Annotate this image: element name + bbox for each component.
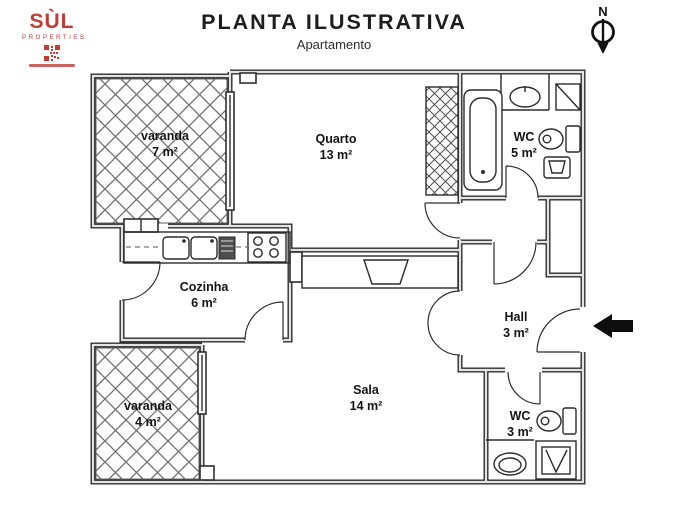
logo-subtitle: PROPERTIES bbox=[22, 34, 87, 41]
logo: SÙL PROPERTIES bbox=[22, 10, 87, 67]
logo-tagline bbox=[29, 64, 75, 67]
pillar bbox=[289, 251, 303, 283]
room-label-varanda-bottom: varanda bbox=[124, 399, 173, 413]
compass-arrowhead bbox=[597, 43, 609, 54]
room-area-cozinha: 6 m² bbox=[191, 296, 217, 310]
page-title: PLANTA ILUSTRATIVA bbox=[201, 10, 467, 34]
room-label-sala: Sala bbox=[353, 383, 380, 397]
bathroom-bottom-fixtures bbox=[486, 407, 577, 480]
pillar bbox=[239, 72, 257, 84]
door-wc-top bbox=[505, 165, 539, 199]
door-kitchen-bottom bbox=[244, 301, 284, 341]
room-label-cozinha: Cozinha bbox=[180, 280, 230, 294]
qr-code-icon bbox=[44, 45, 60, 61]
kitchen-fixtures bbox=[123, 231, 291, 264]
toilet-icon bbox=[536, 407, 577, 435]
entrance-arrow-icon bbox=[593, 314, 633, 338]
drainer bbox=[218, 236, 236, 260]
door-hall-living bbox=[427, 290, 461, 356]
door-hall-corridor bbox=[493, 241, 537, 285]
wall-details bbox=[123, 72, 303, 481]
shower-icon bbox=[535, 440, 577, 480]
walls-outline bbox=[90, 69, 586, 485]
north-compass-icon: N bbox=[591, 4, 615, 54]
stove-icon bbox=[247, 232, 287, 263]
room-label-wc-top: WC bbox=[514, 130, 535, 144]
room-label-hall: Hall bbox=[505, 310, 528, 324]
door-wc-bottom bbox=[507, 371, 541, 405]
balcony-hatch-top bbox=[95, 78, 228, 224]
room-labels: varanda 7 m² Quarto 13 m² WC 5 m² Cozinh… bbox=[124, 129, 537, 439]
compass-n-label: N bbox=[598, 4, 607, 19]
wardrobe-icon bbox=[425, 86, 459, 196]
bathroom-top-fixtures bbox=[463, 74, 581, 191]
door-bedroom bbox=[424, 202, 461, 239]
room-area-sala: 14 m² bbox=[350, 399, 383, 413]
room-area-varanda-top: 7 m² bbox=[152, 145, 178, 159]
page-subtitle: Apartamento bbox=[296, 36, 372, 52]
tv-cabinet-icon bbox=[301, 255, 459, 289]
balcony-hatch-bottom bbox=[95, 347, 200, 480]
kitchen-sink-icon bbox=[162, 236, 218, 260]
door-entrance bbox=[536, 308, 581, 353]
washbasin-icon bbox=[493, 452, 527, 476]
room-label-wc-bottom: WC bbox=[510, 409, 531, 423]
pillar bbox=[199, 465, 215, 481]
room-area-hall: 3 m² bbox=[503, 326, 529, 340]
door-kitchen-left bbox=[121, 261, 161, 301]
bathtub-icon bbox=[463, 89, 503, 191]
room-area-varanda-bottom: 4 m² bbox=[135, 415, 161, 429]
logo-brand: SÙL bbox=[29, 10, 75, 33]
room-area-wc-top: 5 m² bbox=[511, 146, 537, 160]
bidet-icon bbox=[543, 156, 571, 179]
toilet-icon bbox=[538, 125, 581, 153]
kitchen-counter bbox=[123, 231, 291, 264]
room-label-quarto: Quarto bbox=[316, 132, 357, 146]
room-area-wc-bottom: 3 m² bbox=[507, 425, 533, 439]
room-area-quarto: 13 m² bbox=[320, 148, 353, 162]
title-block: PLANTA ILUSTRATIVA Apartamento bbox=[194, 10, 474, 52]
door-swings bbox=[121, 165, 581, 405]
washbasin-icon bbox=[509, 86, 541, 108]
room-label-varanda-top: varanda bbox=[141, 129, 190, 143]
